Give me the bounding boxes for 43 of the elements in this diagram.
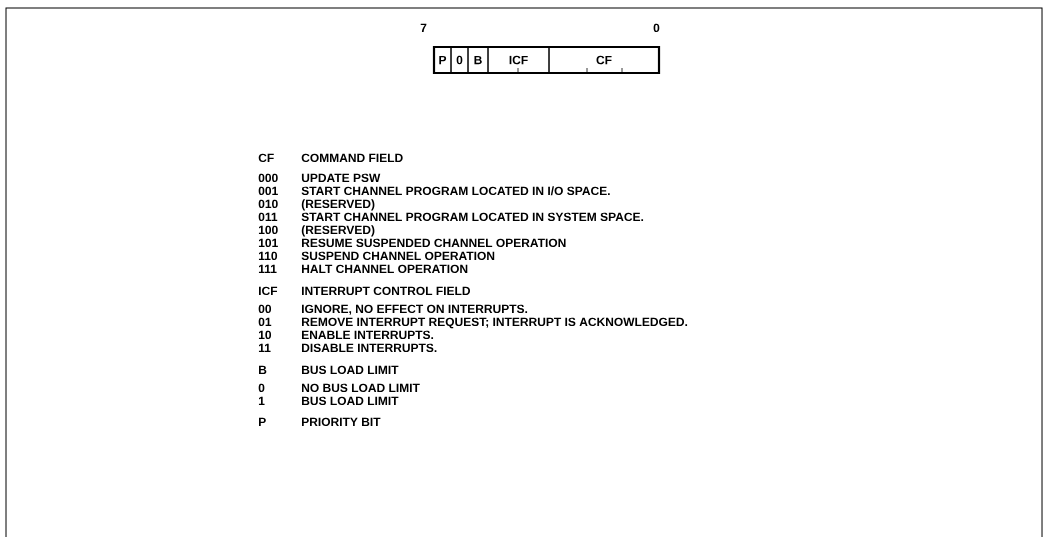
description: (RESERVED) bbox=[301, 225, 375, 237]
code: ICF bbox=[259, 286, 278, 296]
bit-field-cell: 0 bbox=[450, 46, 469, 74]
code: P bbox=[259, 417, 266, 426]
description: SUSPEND CHANNEL OPERATION bbox=[301, 251, 495, 261]
description: INTERRUPT CONTROL FIELD bbox=[302, 286, 470, 296]
description: RESUME SUSPENDED CHANNEL OPERATION bbox=[302, 238, 566, 248]
description: PRIORITY BIT bbox=[302, 417, 381, 427]
code: B bbox=[259, 365, 267, 374]
code: 011 bbox=[258, 212, 278, 222]
code: 1 bbox=[258, 396, 265, 405]
description: COMMAND FIELD bbox=[301, 153, 403, 163]
code: 100 bbox=[258, 225, 278, 235]
code: 10 bbox=[258, 330, 272, 340]
code: 001 bbox=[258, 186, 278, 196]
description: BUS LOAD LIMIT bbox=[302, 396, 399, 406]
code: 00 bbox=[258, 304, 272, 314]
description: IGNORE, NO EFFECT ON INTERRUPTS. bbox=[302, 304, 528, 315]
description: REMOVE INTERRUPT REQUEST; INTERRUPT IS ACKNOWLEDGED. bbox=[302, 317, 688, 329]
bit-field-cell: P bbox=[433, 46, 452, 74]
bit-field-cell: B bbox=[467, 46, 489, 74]
description: START CHANNEL PROGRAM LOCATED IN SYSTEM SPACE. bbox=[301, 212, 644, 222]
code: 110 bbox=[258, 251, 278, 261]
bit-number: 0 bbox=[653, 23, 660, 33]
description: START CHANNEL PROGRAM LOCATED IN I/O SPACE. bbox=[301, 186, 610, 196]
code: 0 bbox=[258, 383, 265, 393]
code: 11 bbox=[258, 343, 271, 352]
code: 010 bbox=[258, 199, 278, 209]
code: 111 bbox=[258, 264, 277, 273]
bit-field-cell: CF bbox=[548, 46, 660, 74]
code: 000 bbox=[258, 173, 278, 183]
description: UPDATE PSW bbox=[301, 173, 381, 183]
description: HALT CHANNEL OPERATION bbox=[302, 264, 468, 274]
description: NO BUS LOAD LIMIT bbox=[302, 383, 420, 393]
bit-number: 7 bbox=[420, 23, 427, 32]
description: (RESERVED) bbox=[301, 199, 375, 211]
code: 101 bbox=[258, 238, 278, 248]
bit-field-cell: ICF bbox=[487, 46, 550, 74]
code: 01 bbox=[258, 317, 272, 327]
description: ENABLE INTERRUPTS. bbox=[302, 330, 434, 340]
description: DISABLE INTERRUPTS. bbox=[302, 343, 437, 353]
code: CF bbox=[258, 153, 274, 163]
description: BUS LOAD LIMIT bbox=[302, 365, 399, 375]
